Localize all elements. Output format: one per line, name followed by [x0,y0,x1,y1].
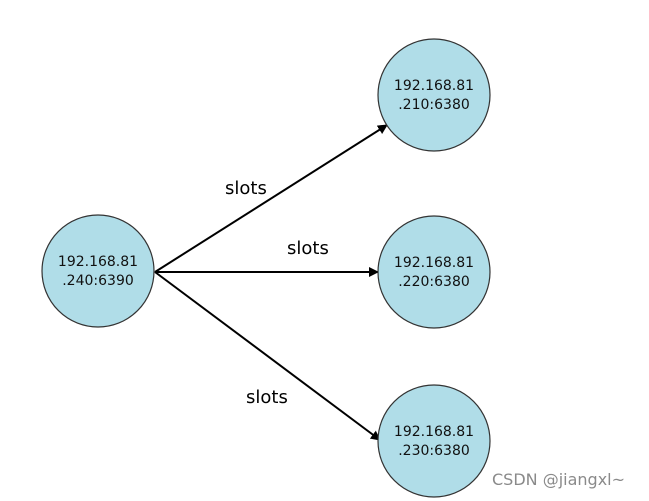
node-source-circle [41,214,155,328]
node-target-3: 192.168.81 .230:6380 [377,384,491,498]
node-target-3-line2: .230:6380 [398,443,470,459]
node-target-2-line1: 192.168.81 [394,255,474,271]
edge-label-target-3: slots [246,387,288,408]
node-target-1-circle [377,38,491,152]
node-source-line1: 192.168.81 [58,254,138,270]
edge-to-target-1 [154,124,388,273]
node-target-1: 192.168.81 .210:6380 [377,38,491,152]
node-target-2: 192.168.81 .220:6380 [377,215,491,329]
node-source: 192.168.81 .240:6390 [41,214,155,328]
node-target-1-line1: 192.168.81 [394,78,474,94]
node-target-2-line2: .220:6380 [398,274,470,290]
node-target-2-circle [377,215,491,329]
edge-label-target-2: slots [287,238,329,259]
edge-to-target-3 [154,271,381,441]
edge-label-target-1: slots [225,178,267,199]
node-target-1-line2: .210:6380 [398,97,470,113]
node-target-3-circle [377,384,491,498]
node-target-3-line1: 192.168.81 [394,424,474,440]
watermark: CSDN @jiangxl~ [492,470,626,489]
node-source-line2: .240:6390 [62,273,134,289]
